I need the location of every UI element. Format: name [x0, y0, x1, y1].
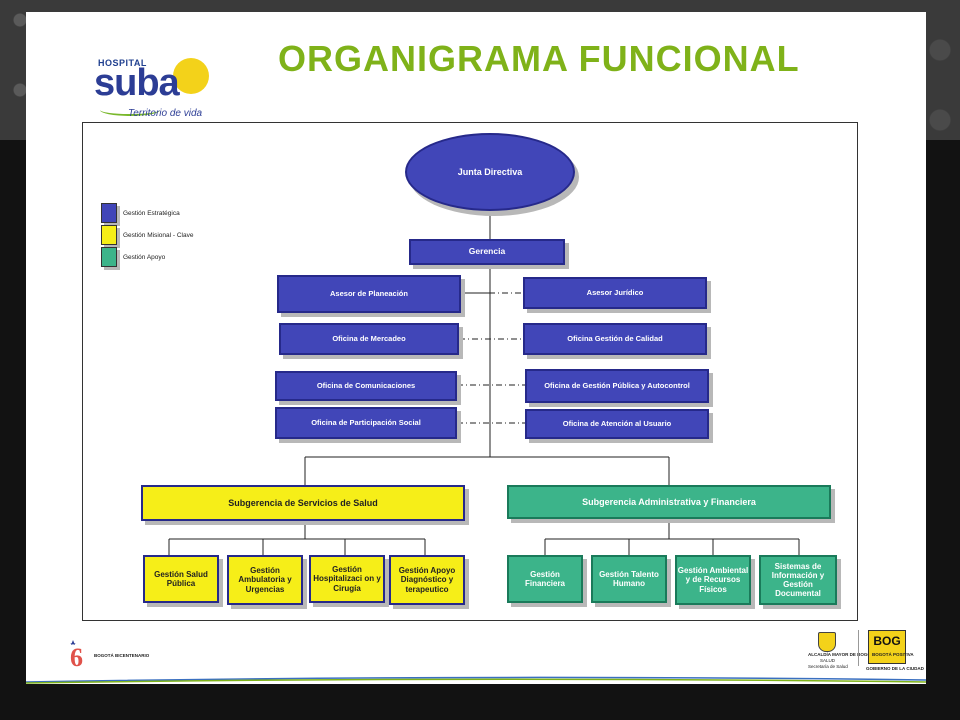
office-planning: Asesor de Planeación	[277, 275, 461, 313]
legend-label: Gestión Apoyo	[123, 253, 166, 261]
subunit-label: Subgerencia de Servicios de Salud	[228, 497, 378, 508]
logo-hospital-text: HOSPITAL	[98, 58, 147, 68]
office-label: Asesor Jurídico	[586, 287, 644, 297]
subunit-health-services: Subgerencia de Servicios de Salud	[141, 485, 465, 521]
unit-label: Gestión Talento Humano	[599, 569, 659, 588]
legend-item-support: Gestión Apoyo	[101, 247, 165, 267]
legend-item-core: Gestión Misional - Clave	[101, 225, 193, 245]
coat-of-arms-icon	[818, 632, 836, 652]
footer-swoosh	[26, 676, 926, 684]
office-legal: Asesor Jurídico	[523, 277, 707, 309]
hospital-logo: HOSPITAL suba Territorio de vida	[70, 46, 220, 120]
logo-swoosh-icon	[100, 104, 160, 116]
footer-divider	[858, 630, 859, 666]
office-label: Oficina de Comunicaciones	[316, 380, 416, 390]
legend-swatch	[101, 203, 117, 223]
slide-title: ORGANIGRAMA FUNCIONAL	[278, 38, 800, 79]
office-quality: Oficina Gestión de Calidad	[523, 323, 707, 355]
secretaria-text: Secretaría de Salud	[808, 664, 848, 669]
unit-hospitalization: Gestión Hospitalizaci on y Cirugía	[309, 555, 385, 603]
office-label: Oficina de Mercadeo	[332, 333, 406, 343]
office-social-participation: Oficina de Participación Social	[275, 407, 457, 439]
legend-label: Gestión Misional - Clave	[123, 231, 194, 239]
org-connectors	[168, 207, 800, 555]
office-label: Oficina de Gestión Pública y Autocontrol	[544, 380, 690, 390]
alcaldia-text: ALCALDÍA MAYOR DE BOGOTÁ D.C.	[808, 652, 888, 657]
unit-label: Gestión Ambulatoria y Urgencias	[238, 566, 292, 594]
board-node: Junta Directiva	[405, 133, 575, 211]
logo-tagline: Territorio de vida	[128, 108, 203, 119]
manager-label: Gerencia	[468, 246, 506, 257]
salud-text: SALUD	[820, 658, 836, 663]
unit-label: Gestión Apoyo Diagnóstico y terapeutico	[398, 566, 456, 594]
subunit-label: Subgerencia Administrativa y Financiera	[582, 496, 756, 507]
subunit-admin-finance: Subgerencia Administrativa y Financiera	[507, 485, 831, 519]
office-communications: Oficina de Comunicaciones	[275, 371, 457, 401]
office-label: Oficina de Participación Social	[311, 417, 421, 427]
unit-environment: Gestión Ambiental y de Recursos Físicos	[675, 555, 751, 605]
logo-sun-icon	[173, 58, 209, 94]
logo-name: suba	[94, 62, 180, 104]
bog-logo-icon: BOG	[868, 630, 906, 664]
office-label: Oficina Gestión de Calidad	[567, 333, 663, 343]
manager-node: Gerencia	[409, 239, 565, 265]
legend-label: Gestión Estratégica	[123, 209, 180, 217]
bicentenary-text: BOGOTÁ BICENTENARIO	[94, 653, 150, 658]
org-chart: Gestión Estratégica Gestión Misional - C…	[82, 122, 858, 621]
office-marketing: Oficina de Mercadeo	[279, 323, 459, 355]
unit-label: Sistemas de Información y Gestión Docume…	[771, 561, 825, 599]
unit-information-systems: Sistemas de Información y Gestión Docume…	[759, 555, 837, 605]
legend-swatch	[101, 247, 117, 267]
legend-swatch	[101, 225, 117, 245]
unit-label: Gestión Financiera	[524, 569, 565, 588]
office-label: Asesor de Planeación	[330, 288, 408, 298]
unit-human-talent: Gestión Talento Humano	[591, 555, 667, 603]
office-user-attention: Oficina de Atención al Usuario	[525, 409, 709, 439]
svg-text:6: 6	[70, 643, 83, 672]
legend-item-strategic: Gestión Estratégica	[101, 203, 180, 223]
unit-label: Gestión Ambiental y de Recursos Físicos	[677, 566, 749, 594]
unit-public-health: Gestión Salud Pública	[143, 555, 219, 603]
unit-label: Gestión Hospitalizaci on y Cirugía	[313, 565, 381, 593]
office-label: Oficina de Atención al Usuario	[562, 418, 672, 428]
unit-finance: Gestión Financiera	[507, 555, 583, 603]
bog-subtext: BOGOTÁ POSITIVA	[872, 652, 914, 657]
unit-diagnostic: Gestión Apoyo Diagnóstico y terapeutico	[389, 555, 465, 605]
board-label: Junta Directiva	[457, 167, 523, 177]
unit-ambulatory: Gestión Ambulatoria y Urgencias	[227, 555, 303, 605]
bog-text: BOG	[873, 634, 901, 648]
unit-label: Gestión Salud Pública	[154, 569, 208, 588]
bog-caption: GOBIERNO DE LA CIUDAD	[866, 666, 924, 671]
office-public-management: Oficina de Gestión Pública y Autocontrol	[525, 369, 709, 403]
bicentenary-logo-icon: 6	[68, 638, 98, 672]
